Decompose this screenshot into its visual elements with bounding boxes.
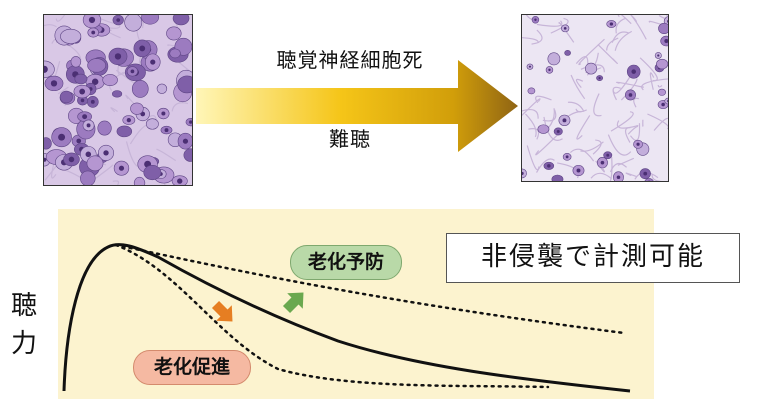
progression-arrow xyxy=(196,58,518,154)
tissue-image-before xyxy=(43,14,193,186)
up-arrow-icon xyxy=(282,292,304,314)
tissue-texture-dense xyxy=(44,15,192,185)
curve-aging-prevented xyxy=(114,243,626,335)
noninvasive-measurement-box: 非侵襲で計測可能 xyxy=(446,233,740,283)
y-axis-label: 聴力 xyxy=(10,291,37,359)
aging-promotion-badge: 老化促進 xyxy=(133,350,251,385)
tissue-image-after xyxy=(521,14,669,182)
curve-normal-aging xyxy=(62,243,631,393)
curve-aging-promoted xyxy=(114,243,550,389)
arrow-shape xyxy=(196,60,518,152)
arrow-label-cell-death: 聴覚神経細胞死 xyxy=(276,48,424,72)
tissue-texture-sparse xyxy=(522,15,668,181)
hearing-curves xyxy=(62,243,631,393)
down-arrow-icon xyxy=(211,300,233,322)
arrow-label-hearing-loss: 難聴 xyxy=(329,127,371,151)
aging-prevention-badge: 老化予防 xyxy=(290,245,402,280)
